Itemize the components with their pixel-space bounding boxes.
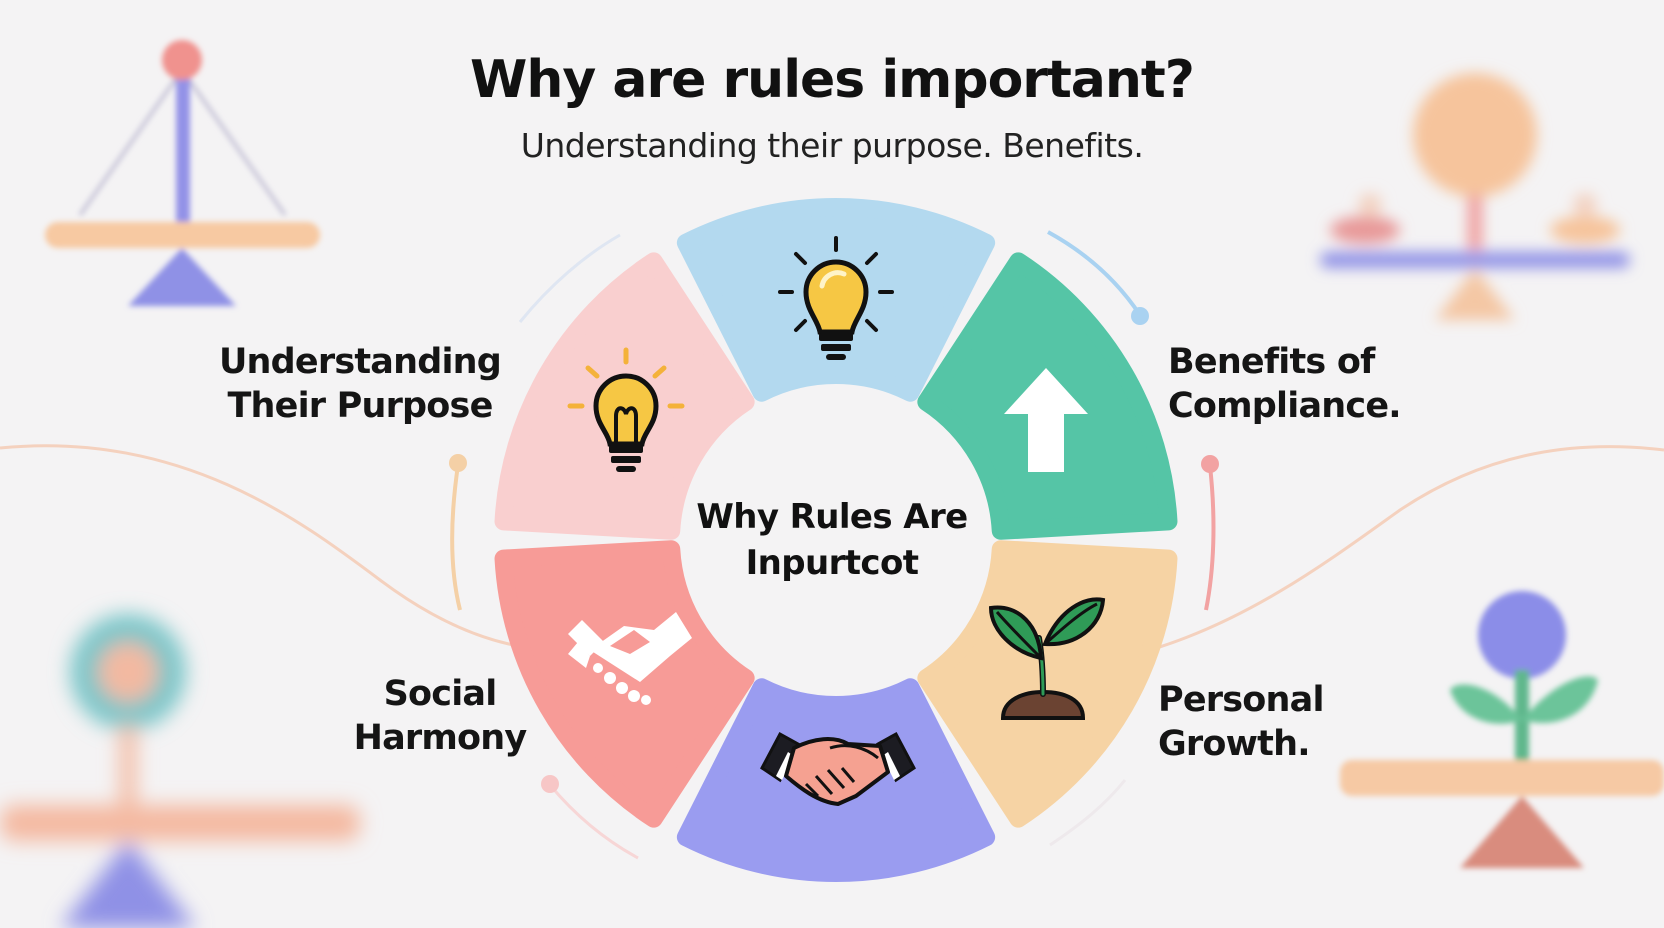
lightbulb-icon	[567, 347, 685, 472]
balance-scale-decoration-top-right	[1320, 73, 1630, 320]
orbit-arc-top-left	[518, 233, 621, 323]
handshake-icon	[760, 731, 916, 806]
orbit-dot-right	[1201, 455, 1219, 473]
label-understanding-purpose: Understanding Their Purpose	[200, 340, 520, 428]
label-benefits-compliance: Benefits of Compliance.	[1168, 340, 1498, 428]
plant-scale-decoration-bottom-right	[1340, 591, 1664, 868]
handshake-icon	[568, 612, 692, 705]
sprout-icon	[988, 597, 1106, 720]
arrow-up-icon	[1004, 368, 1088, 472]
page-title: Why are rules important?	[470, 50, 1195, 110]
background-wave-right	[1149, 445, 1664, 652]
orbit-arc-top-right	[1047, 230, 1142, 317]
lightbulb-icon	[778, 236, 894, 360]
background-wave-left	[0, 444, 561, 652]
label-social-harmony: Social Harmony	[330, 672, 550, 760]
label-line: Growth.	[1158, 724, 1311, 764]
balance-scale-decoration-top-left	[45, 40, 320, 306]
label-personal-growth: Personal Growth.	[1158, 678, 1398, 766]
orbit-arc-bottom-left	[548, 784, 639, 860]
ring-segment-lower-right	[917, 540, 1178, 828]
label-line: Understanding	[218, 342, 502, 382]
orbit-dot-left	[449, 454, 467, 472]
center-title-line: Inpurtcot	[745, 543, 919, 583]
orbit-arc-right	[1204, 465, 1216, 611]
orbit-dot-bottom-left	[541, 775, 559, 793]
label-line: Social	[383, 674, 498, 714]
label-line: Harmony	[353, 718, 528, 758]
page-subtitle: Understanding their purpose. Benefits.	[520, 126, 1144, 165]
orbit-dot-top-right	[1131, 307, 1149, 325]
label-line: Benefits of	[1168, 342, 1375, 382]
orbit-arc-left	[450, 464, 462, 611]
label-line: Compliance.	[1168, 386, 1402, 426]
label-line: Personal	[1158, 680, 1324, 720]
label-line: Their Purpose	[227, 386, 493, 426]
orbit-arc-bottom-right	[1049, 779, 1127, 847]
target-decoration-bottom-left	[0, 614, 360, 928]
ring-center-title: Why Rules Are Inpurtcot	[672, 494, 992, 586]
center-title-line: Why Rules Are	[696, 497, 968, 537]
